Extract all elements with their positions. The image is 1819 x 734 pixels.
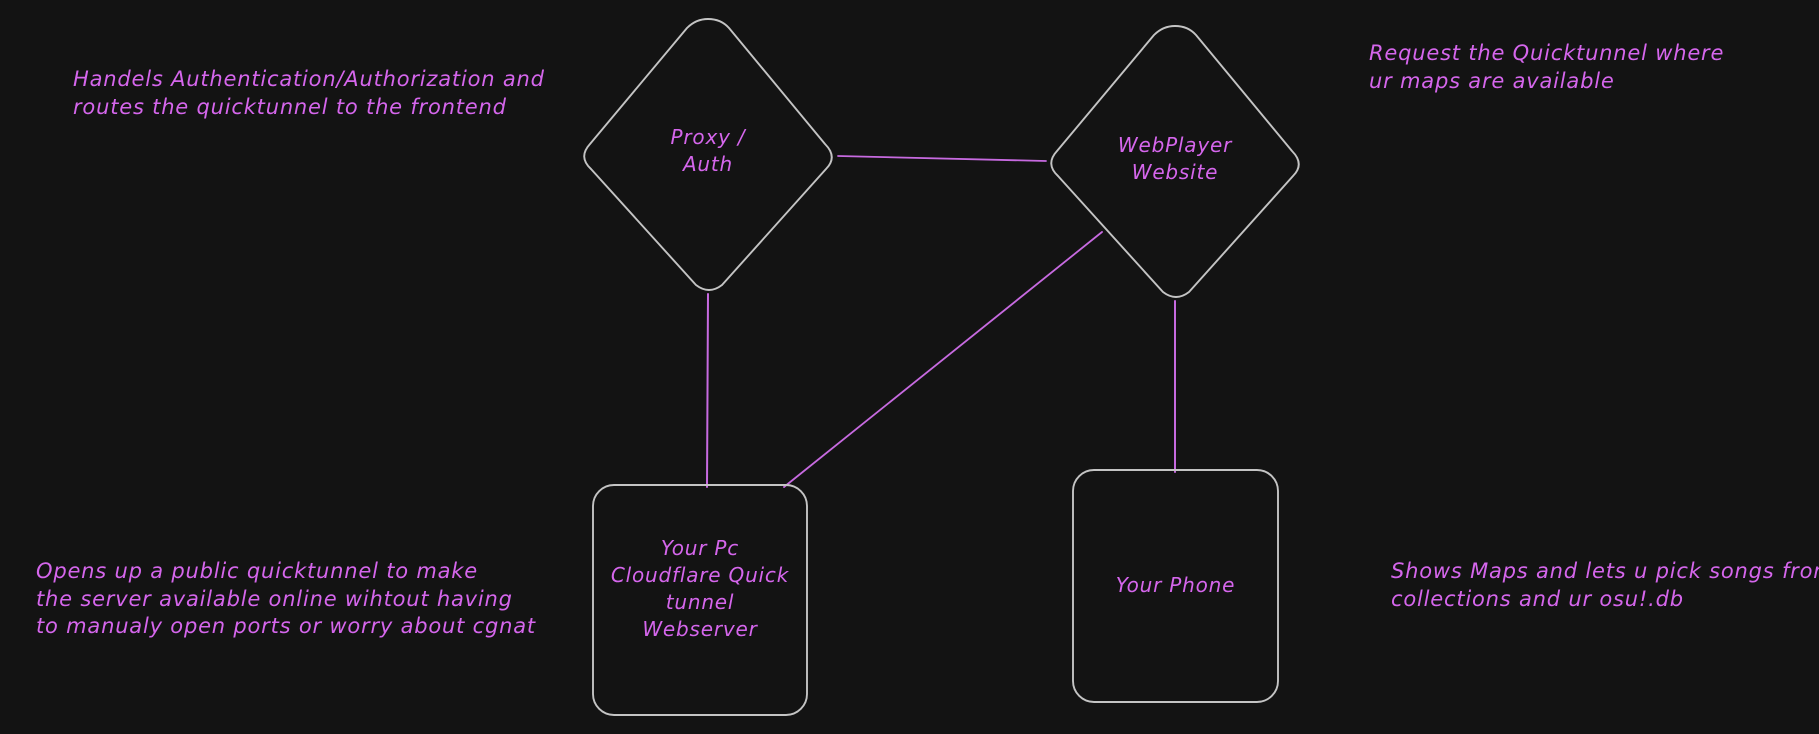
- node-layer: [583, 18, 1300, 716]
- edge-proxy-auth-to-your-pc[interactable]: [706, 293, 709, 488]
- node-shape-your-pc[interactable]: [592, 484, 808, 716]
- node-shape-proxy-auth[interactable]: [583, 18, 833, 291]
- edge-layer: [706, 155, 1176, 488]
- node-shape-your-phone[interactable]: [1072, 469, 1279, 703]
- edge-proxy-auth-to-webplayer-website[interactable]: [837, 155, 1047, 162]
- node-shape-webplayer-website[interactable]: [1050, 25, 1300, 298]
- edge-webplayer-website-to-your-pc[interactable]: [783, 231, 1103, 488]
